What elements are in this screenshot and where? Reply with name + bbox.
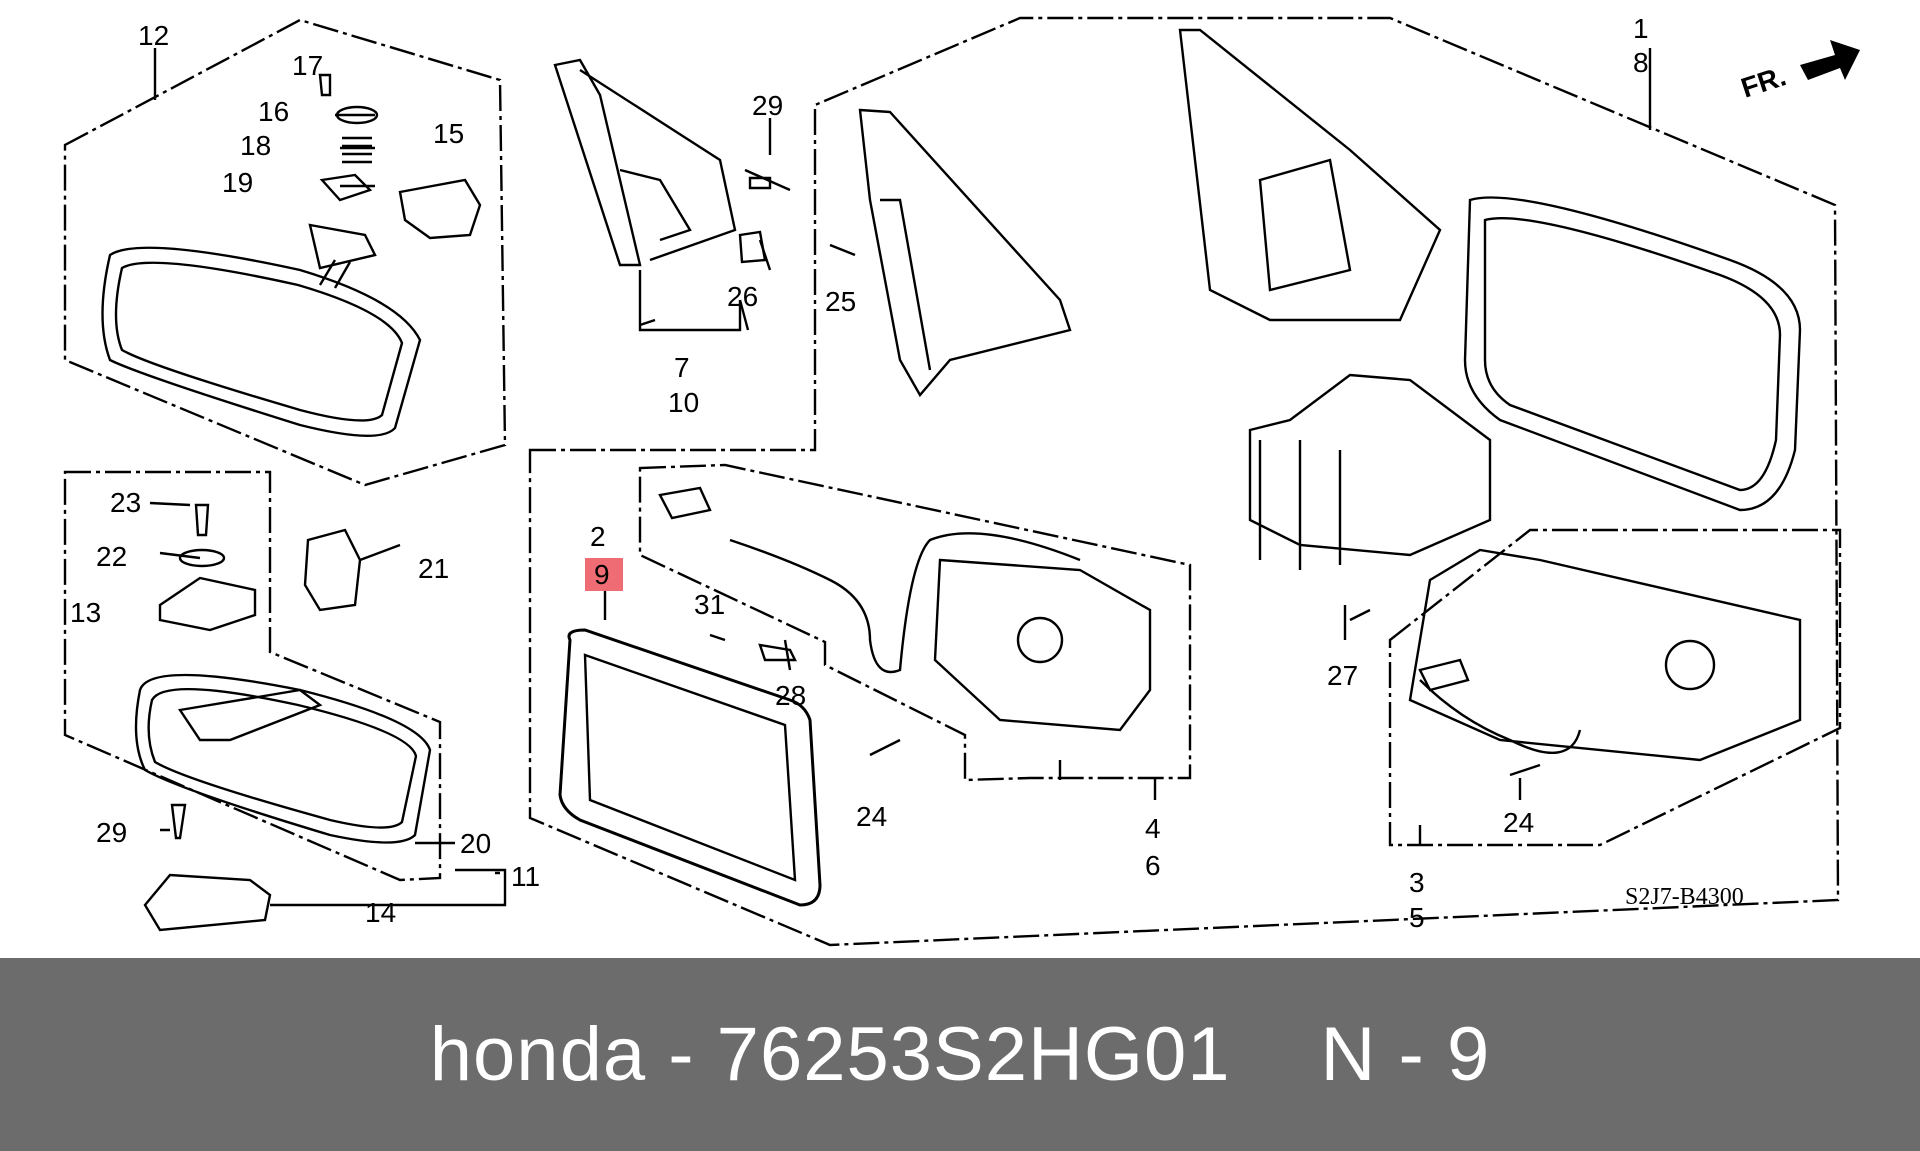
mirror-glass <box>558 628 822 907</box>
label-23: 23 <box>110 487 141 518</box>
garnish-7 <box>553 58 642 267</box>
motor-mount <box>1248 373 1492 557</box>
label-10: 10 <box>668 387 699 418</box>
label-31: 31 <box>694 589 725 620</box>
label-21: 21 <box>418 553 449 584</box>
caption-separator: - <box>668 1012 695 1097</box>
group-outline-rearview <box>63 18 507 487</box>
triangle-cover <box>858 108 1072 398</box>
position-text: N - 9 <box>1320 1012 1491 1097</box>
parts-diagram: FR. 12 17 16 18 19 15 23 22 21 13 29 20 … <box>63 13 1860 947</box>
label-24-right: 24 <box>1503 807 1534 838</box>
label-11: 11 <box>511 861 540 892</box>
label-4: 4 <box>1145 813 1161 844</box>
label-6: 6 <box>1145 850 1161 881</box>
label-12: 12 <box>138 20 169 51</box>
label-24-center: 24 <box>856 801 887 832</box>
rearview-mirror-body <box>101 246 422 438</box>
label-29: 29 <box>96 817 127 848</box>
label-19: 19 <box>222 167 253 198</box>
label-26: 27 <box>1327 660 1358 691</box>
drawing-code: S2J7-B4300 <box>1625 884 1744 910</box>
label-18: 18 <box>240 130 271 161</box>
label-14: 14 <box>365 897 396 928</box>
label-20: 20 <box>460 828 491 859</box>
label-15: 15 <box>433 118 464 149</box>
fr-label: FR. <box>1737 60 1789 103</box>
caption-bar: honda - 76253S2HG01 N - 9 <box>0 958 1920 1151</box>
front-direction-arrow: FR. <box>1737 40 1860 104</box>
cover-14 <box>143 873 272 932</box>
label-27: 26 <box>727 281 758 312</box>
label-25: 25 <box>825 286 856 317</box>
rearview-mirror-lower-body <box>134 673 432 844</box>
label-22: 22 <box>96 541 127 572</box>
part-labels: 12 17 16 18 19 15 23 22 21 13 29 20 11 1… <box>70 13 1744 933</box>
label-2: 2 <box>590 521 606 552</box>
label-5: 5 <box>1409 902 1425 933</box>
label-3: 3 <box>1409 867 1425 898</box>
label-16: 16 <box>258 96 289 127</box>
caption-space-1 <box>646 1011 668 1098</box>
label-28: 28 <box>775 680 806 711</box>
brand-name: honda <box>429 1012 647 1097</box>
diagram-drawing: FR. 12 17 16 18 19 15 23 22 21 13 29 20 … <box>63 13 1860 947</box>
mirror-base <box>1178 28 1442 322</box>
group-outline-motor-assembly <box>1388 528 1842 847</box>
label-17: 17 <box>292 50 323 81</box>
bracket-13 <box>158 576 257 632</box>
label-1: 1 <box>1633 13 1649 44</box>
label-8: 8 <box>1633 47 1649 78</box>
clip-15 <box>398 178 482 240</box>
part-number: 76253S2HG01 <box>716 1012 1231 1097</box>
highlight-marker <box>585 558 623 591</box>
caption-space-2 <box>695 1011 717 1098</box>
group-outline-main <box>528 16 1840 947</box>
actuator-center <box>933 558 1152 732</box>
mirror-housing <box>1463 196 1802 512</box>
label-30: 29 <box>752 90 783 121</box>
clip-21 <box>303 528 362 612</box>
group-outline-actuator <box>638 463 1192 782</box>
label-9: 9 <box>594 559 610 590</box>
label-7: 7 <box>674 352 690 383</box>
label-13: 13 <box>70 597 101 628</box>
group-outline-rearview-lower <box>63 470 442 882</box>
